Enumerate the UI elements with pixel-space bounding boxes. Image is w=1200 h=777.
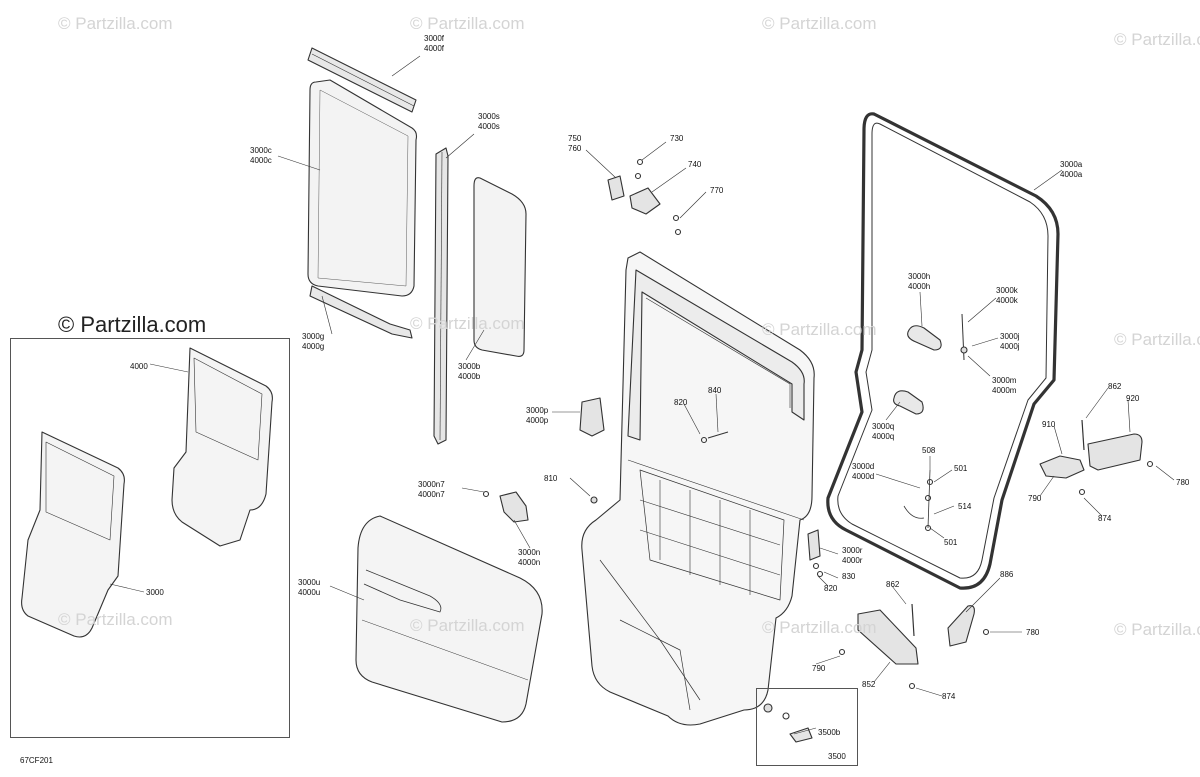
watermark: © Partzilla.com bbox=[1114, 330, 1200, 349]
callout-820-upper: 820 bbox=[674, 398, 688, 407]
callout-4000: 4000 bbox=[130, 362, 148, 371]
callout-780-upper: 780 bbox=[1176, 478, 1190, 487]
callout-862-upper: 862 bbox=[1108, 382, 1122, 391]
latch-bracket bbox=[499, 491, 529, 523]
callout-790-lower: 790 bbox=[812, 664, 826, 673]
callout-3500b: 3500b bbox=[818, 728, 841, 737]
hinge-hardware-top bbox=[607, 158, 682, 236]
watermark: © Partzilla.com bbox=[1114, 620, 1200, 639]
callout-830: 830 bbox=[842, 572, 856, 581]
watermark: © Partzilla.com bbox=[762, 618, 877, 637]
callout-910: 910 bbox=[1042, 420, 1056, 429]
callout-886: 886 bbox=[1000, 570, 1014, 579]
callout-874-lower: 874 bbox=[942, 692, 956, 701]
fastener-parts bbox=[482, 431, 729, 504]
callout-852: 852 bbox=[862, 680, 876, 689]
callout-874-upper: 874 bbox=[1098, 514, 1112, 523]
lower-door-panel bbox=[355, 515, 543, 723]
watermark: © Partzilla.com bbox=[762, 14, 877, 33]
door-perimeter-seal bbox=[826, 112, 1060, 590]
watermark: © Partzilla.com bbox=[410, 314, 525, 333]
watermark: © Partzilla.com bbox=[410, 14, 525, 33]
callout-862-lower: 862 bbox=[886, 580, 900, 589]
watermark: © Partzilla.com bbox=[410, 616, 525, 635]
watermark: © Partzilla.com bbox=[1114, 30, 1200, 49]
callout-790-upper: 790 bbox=[1028, 494, 1042, 503]
hinge-bracket-lower bbox=[838, 603, 990, 690]
watermark: © Partzilla.com bbox=[58, 14, 173, 33]
hardware-kit-inset-box bbox=[756, 688, 858, 766]
watermark: © Partzilla.com bbox=[762, 320, 877, 339]
interior-handle-parts bbox=[893, 313, 968, 532]
callout-508: 508 bbox=[922, 446, 936, 455]
callout-820-lower: 820 bbox=[824, 584, 838, 593]
callout-3000: 3000 bbox=[146, 588, 164, 597]
callout-810: 810 bbox=[544, 474, 558, 483]
door-latch-mechanism bbox=[579, 397, 605, 437]
diagram-code: 67CF201 bbox=[20, 756, 53, 765]
callout-501-upper: 501 bbox=[954, 464, 968, 473]
bottom-seal-strip bbox=[309, 285, 413, 339]
watermark: © Partzilla.com bbox=[58, 610, 173, 629]
door-frame-assembly bbox=[581, 251, 815, 726]
vertical-channel-seal bbox=[433, 147, 449, 445]
callout-780-lower: 780 bbox=[1026, 628, 1040, 637]
top-seal-strip bbox=[307, 47, 417, 113]
callout-840: 840 bbox=[708, 386, 722, 395]
inset-watermark: © Partzilla.com bbox=[58, 312, 207, 337]
callout-920: 920 bbox=[1126, 394, 1140, 403]
hinge-bracket-upper bbox=[1039, 419, 1154, 496]
hardware-kit bbox=[763, 703, 813, 743]
complete-door-assemblies bbox=[21, 347, 273, 638]
small-glass-panel bbox=[473, 177, 527, 357]
trim-piece bbox=[807, 529, 824, 578]
callout-730: 730 bbox=[670, 134, 684, 143]
callout-770: 770 bbox=[710, 186, 724, 195]
callout-501-lower: 501 bbox=[944, 538, 958, 547]
callout-leader-lines bbox=[109, 55, 1175, 735]
large-glass-panel bbox=[307, 79, 418, 297]
callout-514: 514 bbox=[958, 502, 972, 511]
assembly-inset-box bbox=[10, 338, 290, 738]
callout-740: 740 bbox=[688, 160, 702, 169]
callout-3500: 3500 bbox=[828, 752, 846, 761]
